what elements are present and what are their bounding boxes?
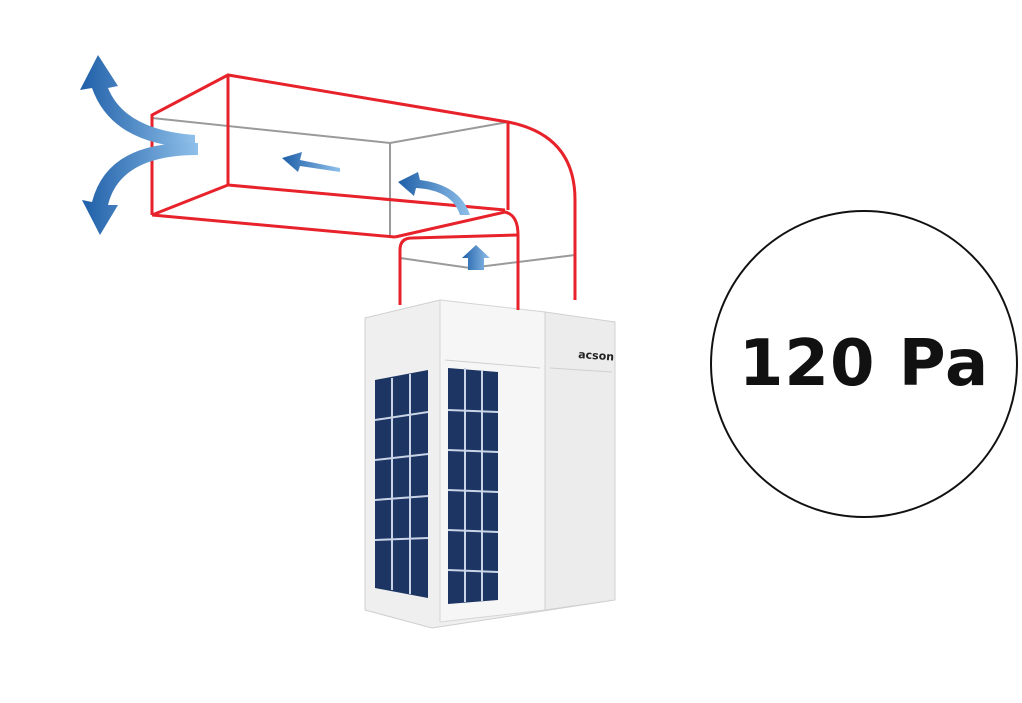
left-coil-grille — [375, 370, 428, 598]
duct-outline — [150, 73, 577, 310]
brand-logo: acson — [578, 348, 615, 363]
arrow-up-icon — [462, 245, 490, 270]
arrow-left-icon — [282, 152, 340, 172]
outdoor-unit: acson — [364, 299, 616, 629]
front-coil-grille — [448, 368, 498, 604]
arrow-curve-icon — [398, 172, 470, 215]
arrow-out-down-icon — [82, 142, 198, 235]
airflow-arrows — [80, 55, 490, 270]
arrow-out-up-icon — [80, 55, 195, 148]
static-pressure-badge: 120 Pa — [710, 210, 1018, 518]
